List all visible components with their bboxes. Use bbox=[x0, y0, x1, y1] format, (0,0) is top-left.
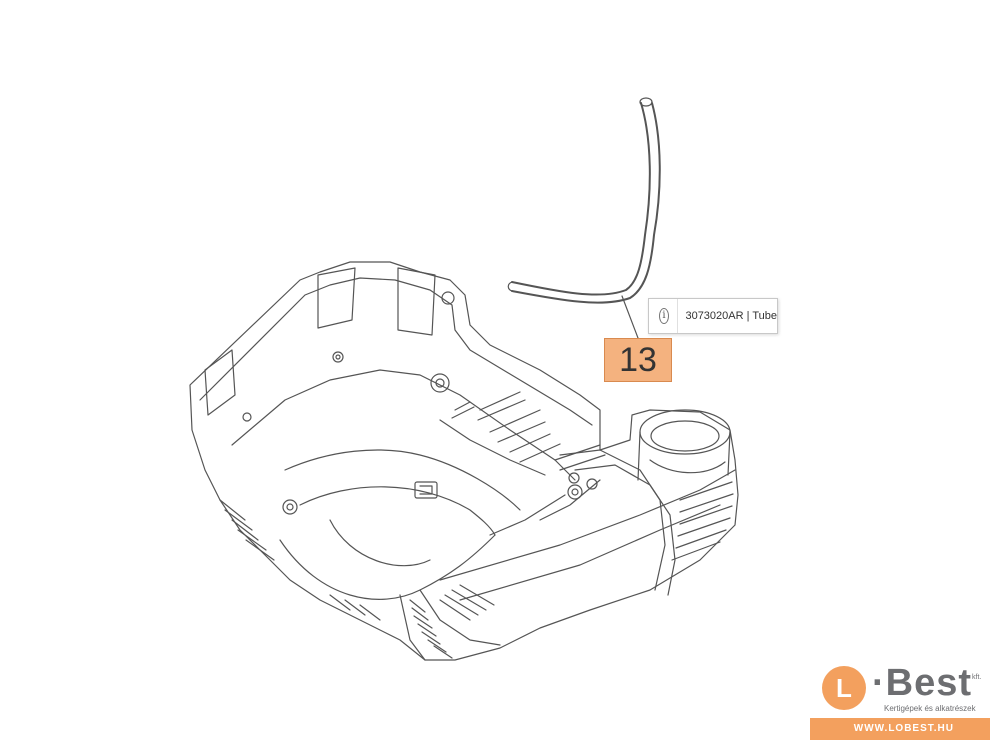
housing-part bbox=[189, 261, 739, 661]
tooltip-text: 3073020AR | Tube bbox=[685, 310, 777, 322]
brand-logo: L ·Best kft. Kertigépek és alkatrészek W… bbox=[810, 660, 990, 742]
part-callout-13[interactable]: 13 bbox=[604, 338, 672, 382]
leader-line bbox=[621, 295, 639, 339]
logo-letter: L bbox=[822, 666, 866, 710]
info-icon: i bbox=[659, 308, 669, 324]
logo-url: WWW.LOBEST.HU bbox=[810, 718, 990, 740]
logo-name: ·Best bbox=[872, 662, 973, 704]
logo-suffix: kft. bbox=[972, 674, 982, 681]
tooltip-divider bbox=[676, 299, 678, 333]
logo-tagline: Kertigépek és alkatrészek bbox=[884, 704, 976, 713]
logo-url-text: WWW.LOBEST.HU bbox=[853, 723, 954, 734]
part-tooltip: i 3073020AR | Tube bbox=[648, 298, 778, 334]
tube-part[interactable] bbox=[507, 97, 661, 304]
